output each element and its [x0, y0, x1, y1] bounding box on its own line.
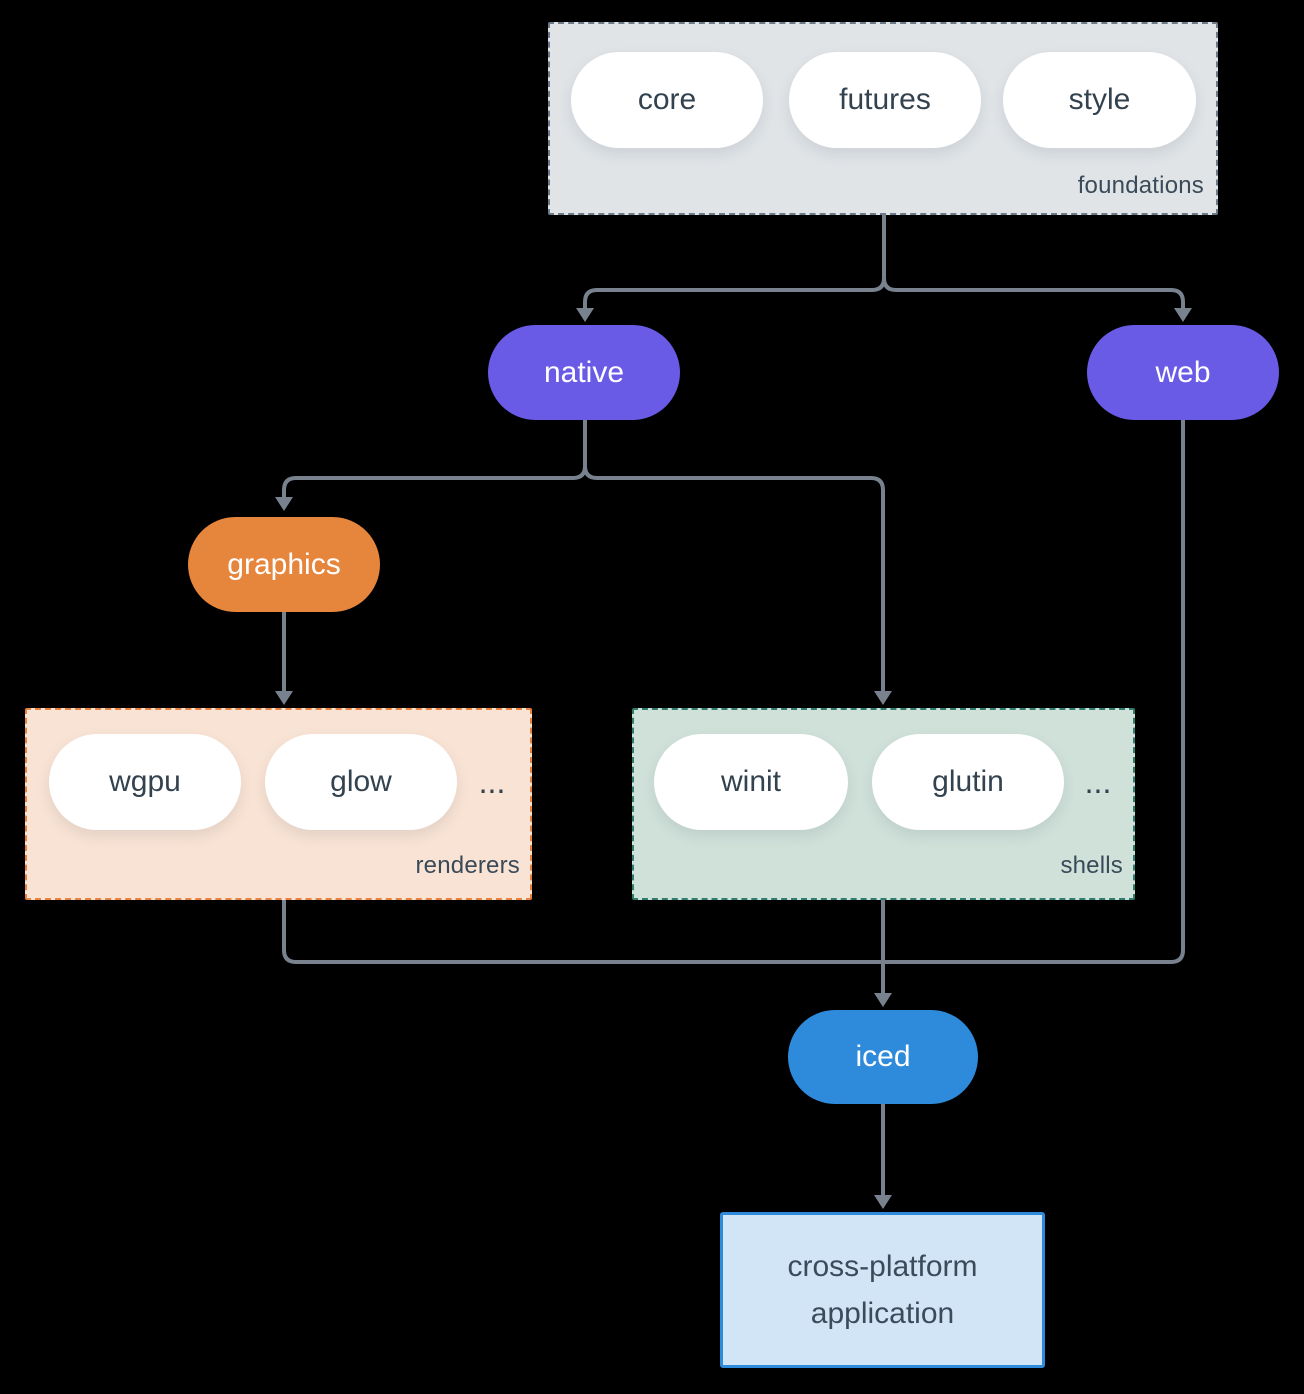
- application-label-line1: cross-platform: [787, 1250, 978, 1283]
- node-futures: futures: [789, 52, 981, 148]
- connector-native-graphics: [282, 420, 587, 497]
- arrowhead-graphics: [275, 497, 293, 511]
- node-wgpu: wgpu: [49, 734, 241, 830]
- group-label-foundations: foundations: [1077, 172, 1204, 199]
- arrowhead-shells: [874, 691, 892, 705]
- node-winit: winit: [654, 734, 848, 830]
- connector-foundations-native: [583, 215, 886, 309]
- node-core: core: [571, 52, 763, 148]
- connector-foundations-web: [882, 215, 1185, 309]
- arrowhead-web: [1174, 308, 1192, 322]
- node-glow: glow: [265, 734, 457, 830]
- node-iced: iced: [788, 1010, 978, 1104]
- arrowhead-renderers: [275, 691, 293, 705]
- arrowhead-native: [576, 308, 594, 322]
- node-web: web: [1087, 325, 1279, 420]
- node-cross-platform-application: cross-platform application: [720, 1212, 1045, 1368]
- node-native: native: [488, 325, 680, 420]
- arrowhead-application: [874, 1195, 892, 1209]
- connector-renderers-iced: [282, 900, 883, 964]
- shells-ellipsis: ...: [1084, 763, 1112, 800]
- node-glutin: glutin: [872, 734, 1064, 830]
- connector-native-shells: [583, 420, 885, 691]
- node-graphics: graphics: [188, 517, 380, 612]
- node-style: style: [1003, 52, 1196, 148]
- group-label-shells: shells: [1060, 852, 1123, 879]
- application-label-line2: application: [810, 1297, 955, 1330]
- arrowhead-iced: [874, 993, 892, 1007]
- renderers-ellipsis: ...: [478, 763, 506, 800]
- group-label-renderers: renderers: [415, 852, 520, 879]
